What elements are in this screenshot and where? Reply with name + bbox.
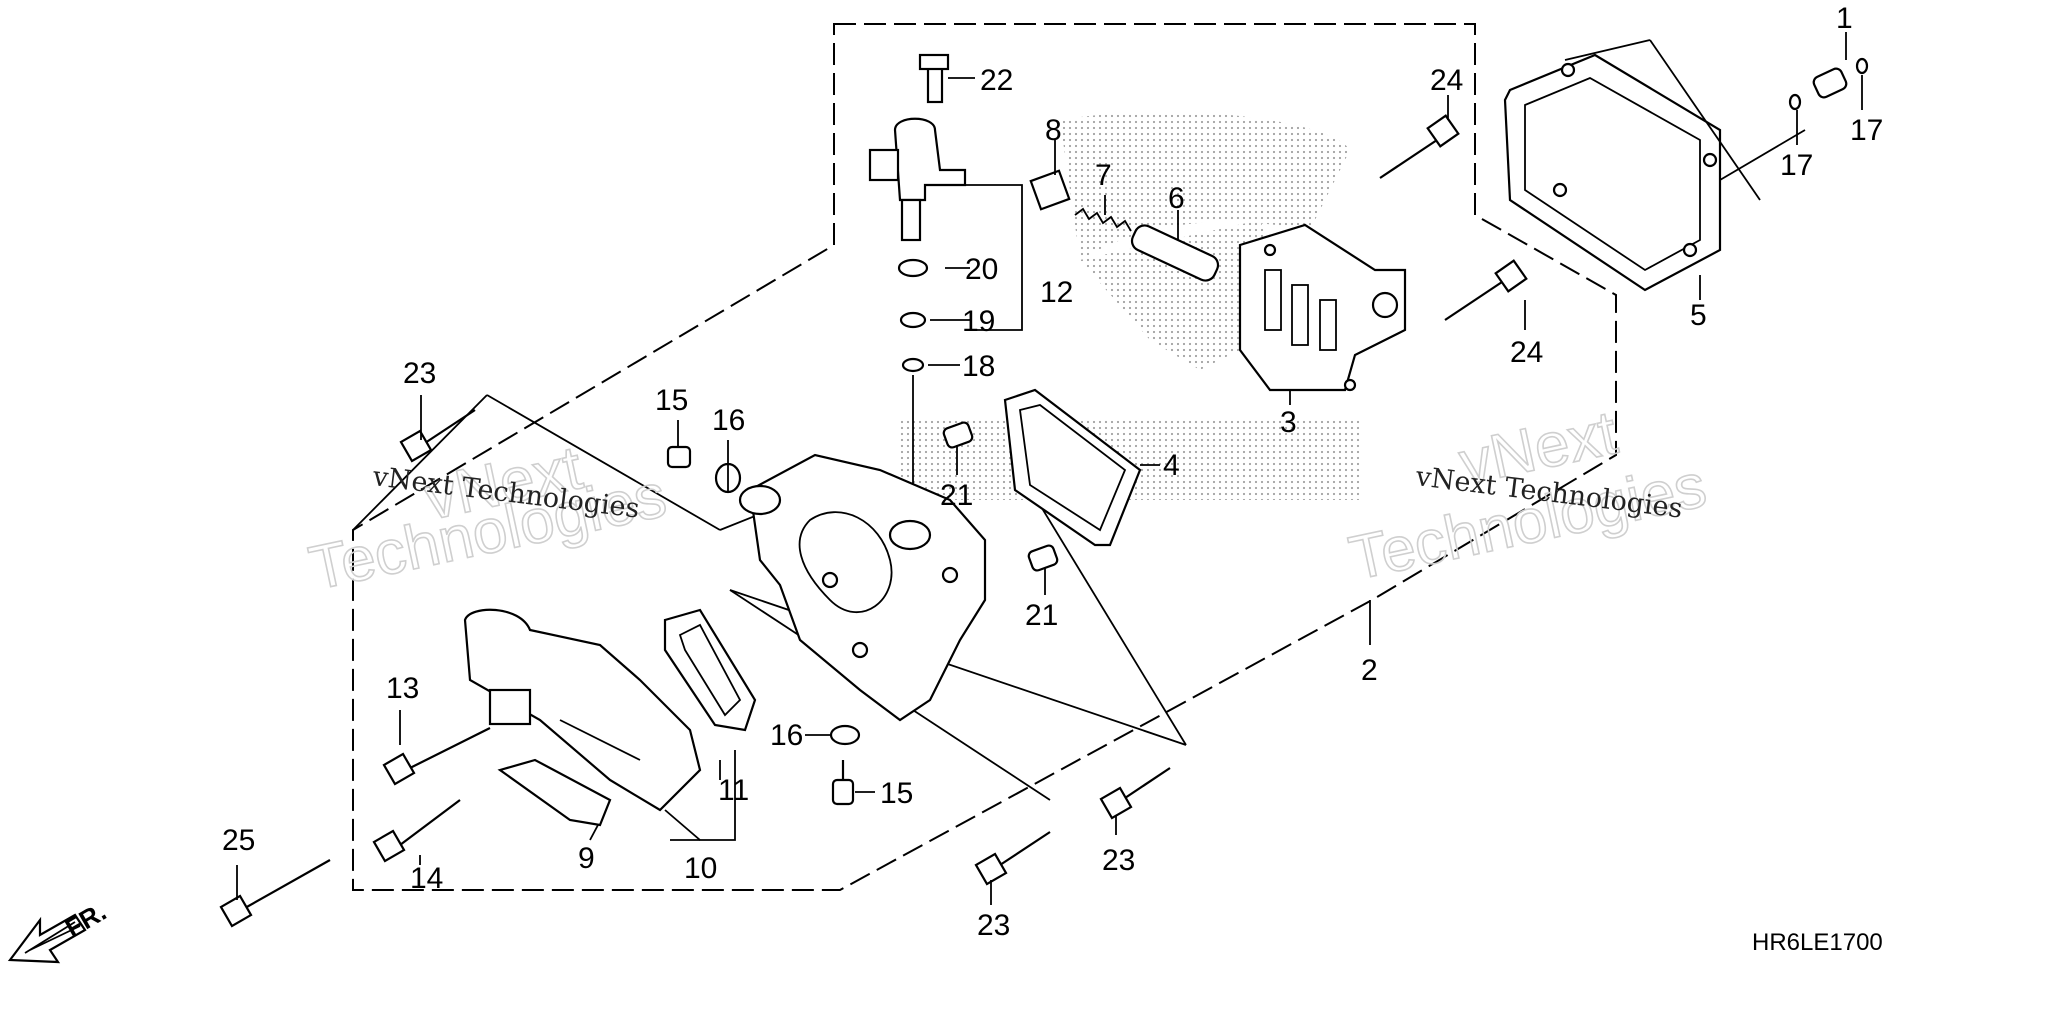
callout-16a: 16 [712, 404, 745, 437]
plug-part-1 [1788, 57, 1869, 111]
callout-2: 2 [1361, 654, 1378, 687]
bolt-24-lower [1444, 259, 1528, 321]
callout-20: 20 [965, 253, 998, 286]
callout-24a: 24 [1430, 64, 1463, 97]
callout-21a: 21 [940, 479, 973, 512]
callout-14: 14 [410, 862, 443, 895]
bracket-part-9 [497, 758, 612, 827]
callout-9: 9 [578, 842, 595, 875]
callout-22: 22 [980, 64, 1013, 97]
gasket-part-11 [663, 608, 757, 732]
callout-11: 11 [718, 774, 749, 807]
callout-17b: 17 [1850, 114, 1883, 147]
callout-8: 8 [1045, 114, 1062, 147]
callout-1: 1 [1836, 2, 1853, 35]
callout-5: 5 [1690, 299, 1707, 332]
callout-21b: 21 [1025, 599, 1058, 632]
callout-19: 19 [962, 305, 995, 338]
spring-part-7 [1074, 207, 1132, 232]
callout-15b: 15 [880, 777, 913, 810]
main-valve-body [738, 453, 987, 722]
assembly-outline-dashed [352, 23, 1617, 891]
separator-gasket-part-4 [1003, 388, 1142, 547]
callout-16b: 16 [770, 719, 803, 752]
washer-16-lower [829, 724, 861, 746]
callout-17a: 17 [1780, 149, 1813, 182]
bolt-24-upper [1379, 114, 1460, 179]
dowel-pin-21-upper [942, 421, 974, 449]
bolt-23-lower-right [1099, 767, 1171, 820]
callout-24b: 24 [1510, 336, 1543, 369]
callout-6: 6 [1168, 182, 1185, 215]
callout-3: 3 [1280, 406, 1297, 439]
callout-12: 12 [1040, 276, 1073, 309]
callout-leader-lines [236, 32, 1863, 905]
callout-18: 18 [962, 350, 995, 383]
callout-23a: 23 [403, 357, 436, 390]
bolt-15-lower [831, 760, 855, 806]
gasket-cover-part [1503, 39, 1806, 292]
callout-4: 4 [1163, 449, 1180, 482]
callout-10: 10 [684, 852, 717, 885]
callout-23c: 23 [977, 909, 1010, 942]
callout-labels: 1 2 3 4 5 6 7 8 9 10 11 12 13 14 15 15 1… [222, 2, 1883, 942]
clip-part-8 [1029, 169, 1071, 211]
valve-body-cover-part [1238, 223, 1407, 392]
bolt-23-upper-left [399, 409, 476, 463]
bolt-23-lower-middle [974, 831, 1051, 886]
callout-13: 13 [386, 672, 419, 705]
bolt-25 [219, 859, 331, 928]
bolt-13 [382, 727, 491, 786]
front-direction-arrow: FR. [7, 896, 111, 964]
callout-23b: 23 [1102, 844, 1135, 877]
diagram-code: HR6LE1700 [1752, 929, 1883, 956]
dowel-pin-21-lower [1027, 544, 1059, 572]
bolt-15-upper [666, 445, 692, 469]
solenoid-assembly-part-10 [463, 608, 702, 812]
bolt-14 [372, 799, 461, 863]
callout-25: 25 [222, 824, 255, 857]
callout-15a: 15 [655, 384, 688, 417]
spool-valve-part-6 [1130, 224, 1220, 282]
callout-7: 7 [1095, 159, 1112, 192]
